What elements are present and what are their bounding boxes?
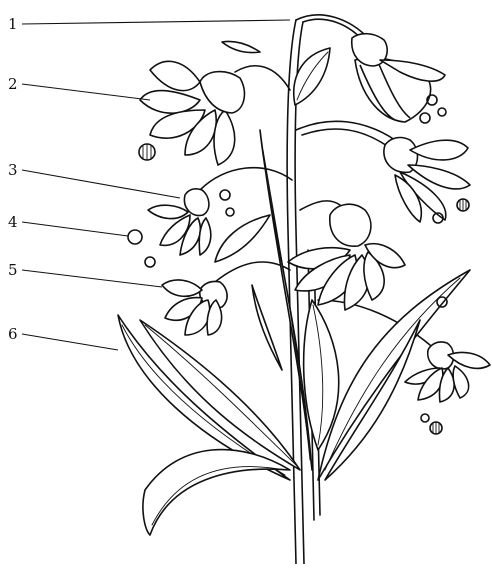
leader-line-5	[22, 270, 162, 287]
label-5: 5	[8, 263, 18, 278]
leader-line-1	[22, 20, 290, 24]
flower-lower-right	[405, 342, 490, 402]
label-4: 4	[8, 215, 18, 230]
flower-lower-left	[162, 280, 227, 335]
label-2: 2	[8, 77, 18, 92]
leader-line-3	[22, 170, 180, 198]
flower-center	[288, 204, 405, 310]
flower-left-large	[140, 61, 244, 165]
flower-left-small	[148, 189, 211, 255]
leader-line-2	[22, 84, 150, 100]
flower-right-middle	[384, 138, 470, 222]
leader-line-6	[22, 334, 118, 350]
label-1: 1	[8, 17, 18, 32]
label-6: 6	[8, 327, 18, 342]
label-3: 3	[8, 163, 18, 178]
leader-line-4	[22, 222, 128, 236]
flower-top-right	[352, 34, 445, 122]
